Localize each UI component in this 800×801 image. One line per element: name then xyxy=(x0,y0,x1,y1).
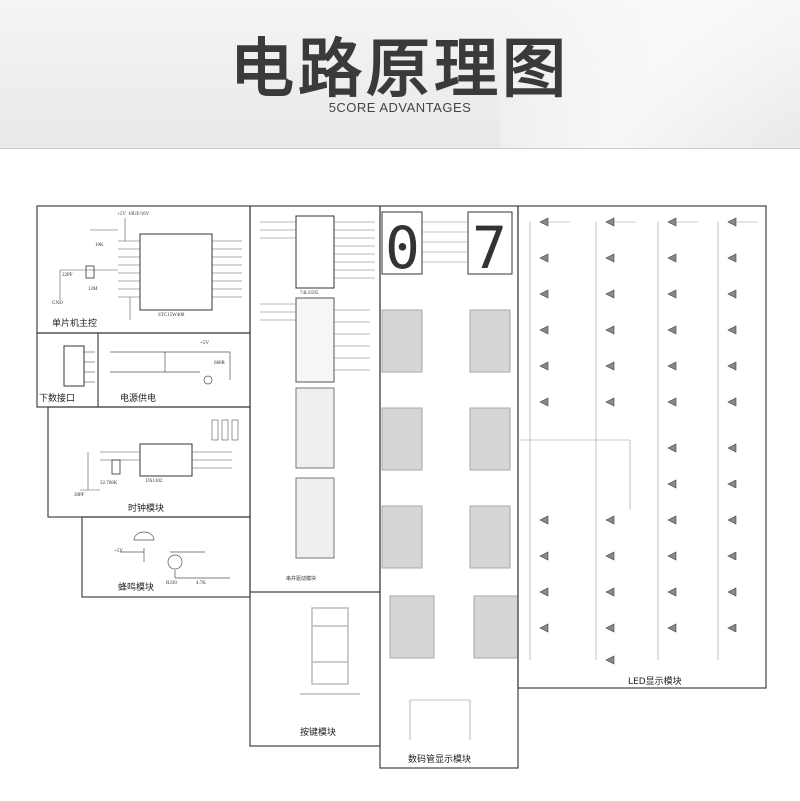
mcu-module-label: 单片机主控 xyxy=(52,317,97,329)
segment-digit-top-left: 0 xyxy=(381,211,423,282)
mcu-chip-label: STC15W408 xyxy=(158,313,185,318)
banner-divider xyxy=(0,148,800,149)
power-vcc-label: +5V xyxy=(200,341,209,346)
buzzer-module-label: 蜂鸣模块 xyxy=(118,581,154,593)
keys-module-label: 按键模块 xyxy=(300,726,336,738)
mcu-vcc-label: +5V xyxy=(117,212,126,217)
segment-digit-4-right xyxy=(469,505,511,569)
buzzer-vcc-label: +5V xyxy=(114,549,123,554)
download-header xyxy=(63,345,85,387)
segment-digit-4-left xyxy=(381,505,423,569)
download-module-label: 下数接口 xyxy=(39,392,75,404)
segment-digit-5-right xyxy=(473,595,519,659)
page-subtitle: 5CORE ADVANTAGES xyxy=(328,100,472,115)
shift-chip-2 xyxy=(295,297,335,383)
buzzer-res-label: 4.7K xyxy=(196,581,206,586)
buzzer-res2-label: R330 xyxy=(166,581,177,586)
segment-digit-3-left xyxy=(381,407,423,471)
led-array xyxy=(539,217,737,665)
segment-module-label: 数码管显示模块 xyxy=(408,753,471,765)
banner-highlight xyxy=(500,0,800,148)
rtc-cap-label: 30PF xyxy=(74,493,85,498)
svg-text:0: 0 xyxy=(385,214,420,282)
segment-digit-2-left xyxy=(381,309,423,373)
page-title: 电路原理图 xyxy=(230,33,570,107)
shift-module-label: 串并驱动模块 xyxy=(286,575,316,582)
svg-text:7: 7 xyxy=(472,214,507,282)
mcu-cap-10uf-label: 10UF/16V xyxy=(128,212,150,217)
rtc-chip xyxy=(139,443,193,477)
mcu-chip xyxy=(139,233,213,311)
mcu-crystal-label: 12M xyxy=(88,287,98,292)
segment-digit-top-right: 7 xyxy=(467,211,513,282)
shift-chip-label: 74LS595 xyxy=(300,291,319,296)
led-module-frame xyxy=(517,205,767,689)
rtc-crystal-label: 32.768K xyxy=(100,481,118,486)
segment-digit-3-right xyxy=(469,407,511,471)
rtc-chip-label: DS1302 xyxy=(146,479,163,484)
clock-module-label: 时钟模块 xyxy=(128,502,164,514)
power-res-label: 680R xyxy=(214,361,226,366)
mcu-crystal xyxy=(85,265,95,279)
shift-chip-4 xyxy=(295,477,335,559)
mcu-res-label: 10K xyxy=(95,243,104,248)
segment-digit-5-left xyxy=(389,595,435,659)
shift-chip-1 xyxy=(295,215,335,289)
header-banner: 电路原理图 5CORE ADVANTAGES xyxy=(0,0,800,148)
mcu-gnd-label: GND xyxy=(52,301,63,306)
rtc-crystal xyxy=(111,459,121,475)
shift-chip-3 xyxy=(295,387,335,469)
segment-digit-2-right xyxy=(469,309,511,373)
segment-module-frame xyxy=(379,205,519,769)
power-module-label: 电源供电 xyxy=(120,392,156,404)
mcu-cap-label: 22PF xyxy=(62,273,73,278)
led-module-label: LED显示模块 xyxy=(628,675,682,687)
